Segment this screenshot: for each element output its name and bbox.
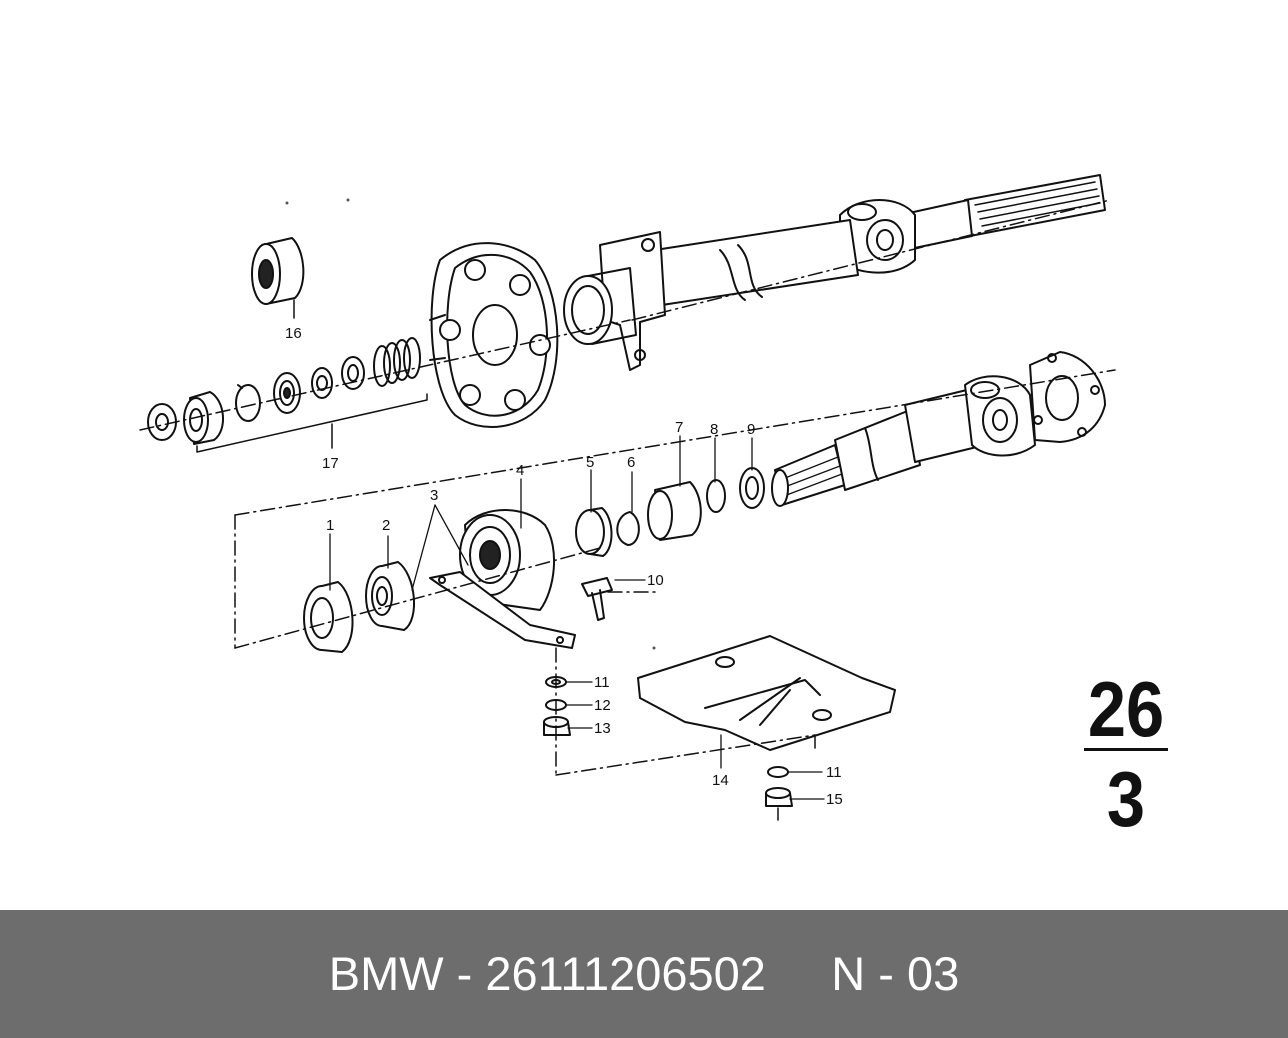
bushing-16 <box>251 237 305 319</box>
group-divider <box>1084 748 1168 751</box>
part-label-2: 2 <box>382 517 390 534</box>
part-label-13: 13 <box>594 720 611 737</box>
part-label-15: 15 <box>826 791 843 808</box>
footer-bar: BMW - 26111206502 N - 03 <box>0 910 1288 1038</box>
upper-driveshaft <box>563 174 1106 371</box>
part-label-11a: 11 <box>594 674 610 691</box>
part-label-8: 8 <box>710 421 718 438</box>
parts-diagram: 1 2 3 4 5 6 7 8 9 10 11 12 13 14 11 15 1… <box>139 174 1116 821</box>
part-label-17: 17 <box>322 455 339 472</box>
group-number-bottom: 3 <box>1106 755 1146 843</box>
part-label-5: 5 <box>586 454 594 471</box>
part-label-6: 6 <box>627 454 635 471</box>
part-label-16: 16 <box>285 325 302 342</box>
lower-driveshaft <box>771 351 1106 507</box>
leader-lines <box>329 435 825 800</box>
part-label-3: 3 <box>430 487 438 504</box>
guide-lines <box>139 199 1116 821</box>
part-label-12: 12 <box>594 697 611 714</box>
part-label-14: 14 <box>712 772 729 789</box>
part-label-11b: 11 <box>826 764 842 781</box>
footer-part-number: BMW - 26111206502 N - 03 <box>328 947 960 1000</box>
group-number-top: 26 <box>1087 665 1165 753</box>
heat-shield-14 <box>637 635 896 751</box>
part-label-7: 7 <box>675 419 683 436</box>
part-label-10: 10 <box>647 572 664 589</box>
part-label-9: 9 <box>747 421 755 438</box>
centering-kit-17 <box>147 337 428 453</box>
part-label-4: 4 <box>516 462 524 479</box>
part-label-1: 1 <box>326 517 334 534</box>
fasteners <box>543 676 793 807</box>
centre-bearing-assembly <box>303 467 765 653</box>
flex-disc-coupling <box>429 242 559 428</box>
